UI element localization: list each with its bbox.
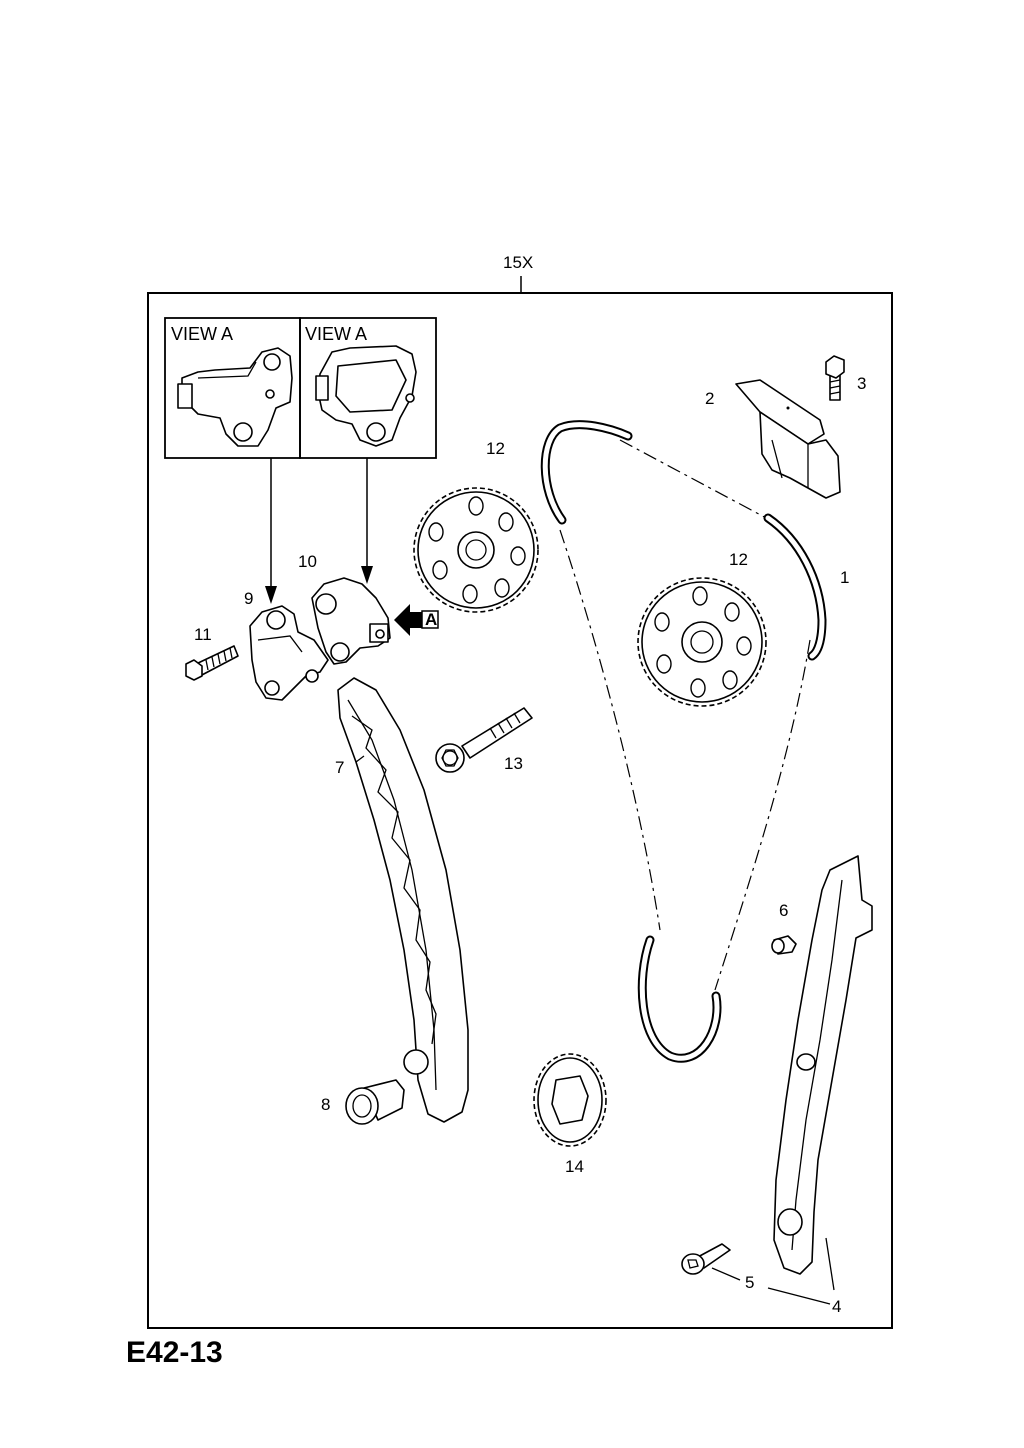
view-direction-letter: A	[425, 610, 437, 629]
tensioner-rail-part	[773, 855, 873, 1275]
camshaft-sprocket-right-part	[637, 577, 767, 707]
callout-9: 9	[244, 589, 253, 608]
callout-12-right: 12	[729, 550, 748, 569]
sprocket-bolt-part	[435, 707, 533, 773]
left-guide-rail-part	[337, 677, 469, 1123]
view-label-right: VIEW A	[305, 324, 367, 344]
rail-pin-part	[771, 935, 797, 955]
view-a-panel-right: VIEW A	[299, 317, 437, 459]
rail-bolt-part	[681, 1243, 731, 1275]
view-label-left: VIEW A	[171, 324, 233, 344]
crankshaft-sprocket-part	[533, 1053, 607, 1147]
view-a-panel-left: VIEW A	[164, 317, 301, 459]
callout-5: 5	[745, 1273, 754, 1292]
callout-4: 4	[832, 1297, 841, 1316]
guide-bolt-top-part	[825, 355, 845, 401]
leader-lines	[355, 755, 835, 1305]
top-chain-guide-part	[735, 379, 841, 499]
callout-7: 7	[335, 758, 344, 777]
view-arrow-right	[361, 458, 373, 584]
callout-8: 8	[321, 1095, 330, 1114]
callout-3: 3	[857, 374, 866, 393]
callout-2: 2	[705, 389, 714, 408]
callout-6: 6	[779, 901, 788, 920]
kit-frame	[147, 276, 893, 1329]
callout-14: 14	[565, 1157, 584, 1176]
tensioner-bolt-part	[185, 645, 239, 681]
callout-10: 10	[298, 552, 317, 571]
kit-label: 15X	[503, 253, 533, 272]
tensioner-part	[311, 577, 391, 665]
callout-1: 1	[840, 568, 849, 587]
view-arrow-left	[265, 458, 277, 604]
timing-chain-part	[540, 420, 827, 1063]
view-direction-arrow: A	[394, 604, 439, 636]
callout-12-left: 12	[486, 439, 505, 458]
tensioner-housing-part	[249, 605, 329, 701]
diagram-code: E42-13	[126, 1336, 223, 1369]
guide-pivot-pin-part	[345, 1079, 405, 1125]
camshaft-sprocket-left-part	[413, 487, 539, 613]
callout-11: 11	[194, 625, 212, 644]
callout-13: 13	[504, 754, 523, 773]
